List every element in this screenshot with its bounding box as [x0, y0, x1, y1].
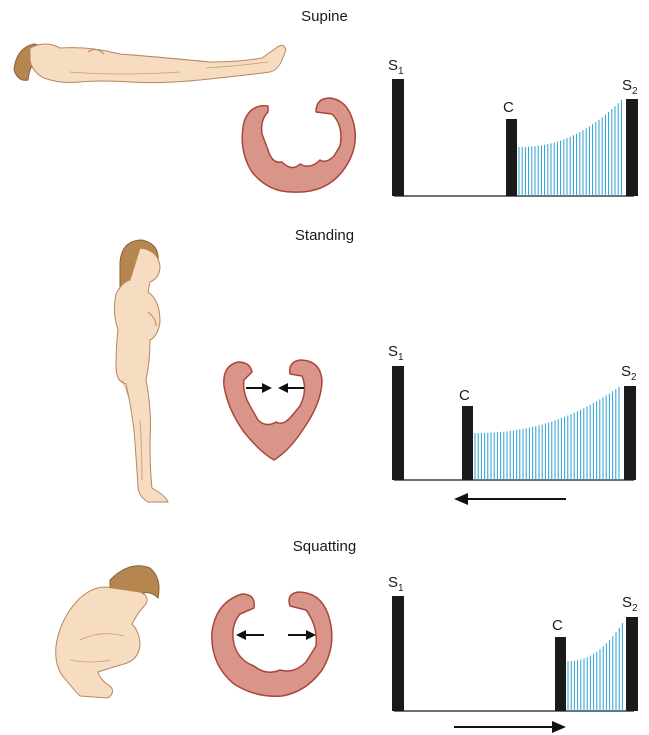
click-bar — [555, 637, 566, 711]
s2-bar — [626, 617, 638, 711]
click-label: C — [503, 99, 514, 116]
figure-squatting — [56, 566, 159, 698]
s1-bar — [392, 366, 404, 480]
click-bar — [506, 119, 517, 196]
shift-left-arrow-icon — [454, 493, 566, 505]
click-bar — [462, 406, 473, 480]
click-label: C — [552, 617, 563, 634]
s2-bar — [626, 99, 638, 196]
phonocardiogram-standing: S1 C S2 — [388, 343, 637, 505]
ventricle-small — [224, 360, 322, 460]
ventricle-large — [212, 592, 332, 696]
arrow-outward-icon — [236, 630, 316, 640]
figure-supine — [14, 44, 286, 83]
figure-standing — [114, 240, 168, 502]
murmur-crescendo — [475, 387, 619, 480]
phonocardiogram-supine: S1 C S2 — [388, 57, 638, 196]
murmur-crescendo — [519, 100, 621, 196]
s2-bar — [624, 386, 636, 480]
s1-bar — [392, 79, 404, 196]
s1-bar — [392, 596, 404, 711]
s2-label: S2 — [621, 363, 637, 383]
s2-label: S2 — [622, 77, 638, 97]
s1-label: S1 — [388, 57, 404, 77]
click-label: C — [459, 387, 470, 404]
s1-label: S1 — [388, 343, 404, 363]
shift-right-arrow-icon — [454, 721, 566, 733]
phonocardiogram-squatting: S1 C S2 — [388, 574, 638, 733]
s2-label: S2 — [622, 594, 638, 614]
murmur-crescendo — [568, 623, 622, 711]
arrow-inward-icon — [246, 383, 304, 393]
ventricle-normal — [242, 98, 355, 192]
s1-label: S1 — [388, 574, 404, 594]
